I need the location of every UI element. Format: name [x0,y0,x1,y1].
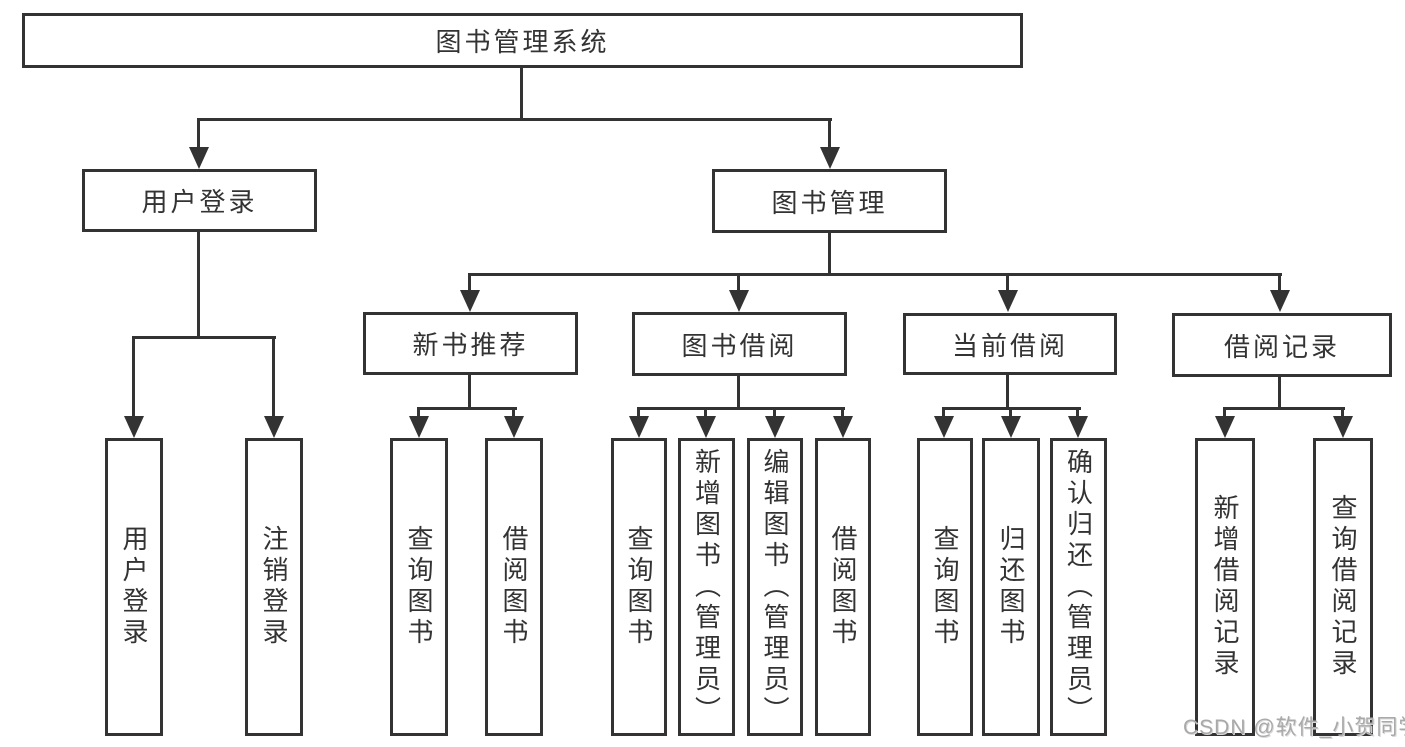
leaf-bb-query-books: 查询图书 [611,438,667,736]
leaf-cb-query-books-label: 查询图书 [930,525,960,649]
leaf-br-add-record-label: 新增借阅记录 [1210,494,1240,680]
connector-level3-hbar [468,273,1282,276]
leaf-br-add-record: 新增借阅记录 [1195,438,1255,736]
leaf-bb-edit-books-admin: 编辑图书（管理员） [747,438,803,736]
arrow-to-leaf-login [124,416,144,438]
arrow-to-new-books [460,290,480,312]
leaf-nb-query-books: 查询图书 [390,438,448,736]
node-book-borrow-label: 图书借阅 [681,330,798,361]
connector-stem-user-login [197,118,200,149]
connector-stem-new-books [468,273,471,292]
connector-book-borrow-stem [737,376,740,410]
connector-borrow-records-hbar [1223,407,1345,410]
leaf-nb-query-books-label: 查询图书 [404,525,434,649]
connector-root-hbar [197,118,832,121]
connector-stem-borrow-records [1278,273,1281,292]
node-book-borrow: 图书借阅 [632,312,847,376]
arrow-to-cb-query [934,416,954,438]
leaf-cb-confirm-return-admin-label: 确认归还（管理员） [1063,447,1094,727]
node-root: 图书管理系统 [22,13,1023,68]
leaf-br-query-record: 查询借阅记录 [1313,438,1373,736]
connector-stem-bb-add [704,407,707,418]
leaf-logout: 注销登录 [245,438,303,736]
node-new-books-label: 新书推荐 [412,330,529,360]
connector-stem-book-mgmt [828,118,831,149]
connector-borrow-records-stem [1278,377,1281,410]
arrow-to-nb-borrow [504,416,524,438]
connector-stem-br-add [1223,407,1226,418]
leaf-cb-query-books: 查询图书 [917,438,973,736]
node-user-login: 用户登录 [82,169,317,232]
connector-stem-bb-query [637,407,640,418]
arrow-to-book-mgmt [820,147,840,169]
connector-stem-leaf-logout [272,336,275,418]
leaf-cb-confirm-return-admin: 确认归还（管理员） [1050,438,1107,736]
arrow-to-br-query [1333,416,1353,438]
connector-stem-br-query [1341,407,1344,418]
node-current-borrow-label: 当前借阅 [951,330,1068,361]
leaf-cb-return-books: 归还图书 [982,438,1040,736]
leaf-logout-label: 注销登录 [259,525,289,649]
leaf-bb-add-books-admin-label: 新增图书（管理员） [691,447,722,727]
connector-stem-book-borrow [737,273,740,292]
leaf-br-query-record-label: 查询借阅记录 [1328,494,1358,680]
leaf-nb-borrow-books-label: 借阅图书 [499,525,529,649]
connector-current-borrow-stem [1006,375,1009,410]
connector-book-borrow-hbar [637,407,845,410]
node-user-login-label: 用户登录 [141,187,258,217]
connector-stem-nb-borrow [512,407,515,418]
arrow-to-cb-confirm [1068,416,1088,438]
arrow-to-book-borrow [729,290,749,312]
connector-stem-cb-query [942,407,945,418]
arrow-to-borrow-records [1270,290,1290,312]
node-root-label: 图书管理系统 [435,27,610,57]
connector-user-login-hbar [132,336,276,339]
leaf-nb-borrow-books: 借阅图书 [485,438,543,736]
node-borrow-records-label: 借阅记录 [1223,331,1340,362]
arrow-to-user-login [189,147,209,169]
arrow-to-current-borrow [998,290,1018,312]
leaf-bb-query-books-label: 查询图书 [624,525,654,649]
arrow-to-bb-borrow [833,416,853,438]
node-book-mgmt: 图书管理 [712,169,947,233]
leaf-bb-edit-books-admin-label: 编辑图书（管理员） [760,447,790,727]
node-new-books: 新书推荐 [363,312,578,375]
connector-stem-nb-query [417,407,420,418]
connector-new-books-stem [468,375,471,410]
connector-root-stem [520,68,523,118]
arrow-to-bb-add [696,416,716,438]
arrow-to-nb-query [409,416,429,438]
leaf-bb-borrow-books: 借阅图书 [815,438,871,736]
connector-stem-cb-confirm [1076,407,1079,418]
arrow-to-br-add [1215,416,1235,438]
arrow-to-bb-edit [765,416,785,438]
leaf-user-login: 用户登录 [105,438,163,736]
arrow-to-cb-return [1001,416,1021,438]
leaf-user-login-label: 用户登录 [119,525,149,649]
node-book-mgmt-label: 图书管理 [771,187,888,218]
connector-stem-cb-return [1009,407,1012,418]
connector-stem-bb-edit [773,407,776,418]
connector-book-mgmt-stem [828,233,831,276]
connector-stem-current-borrow [1006,273,1009,292]
connector-stem-bb-borrow [841,407,844,418]
csdn-watermark: CSDN @软件_小贺同学 [1183,716,1405,739]
leaf-bb-add-books-admin: 新增图书（管理员） [678,438,735,736]
node-current-borrow: 当前借阅 [903,313,1117,375]
connector-new-books-hbar [417,407,517,410]
connector-user-login-stem [197,232,200,339]
connector-stem-leaf-login [132,336,135,418]
node-borrow-records: 借阅记录 [1172,313,1392,377]
leaf-bb-borrow-books-label: 借阅图书 [828,525,858,649]
arrow-to-bb-query [629,416,649,438]
arrow-to-leaf-logout [264,416,284,438]
leaf-cb-return-books-label: 归还图书 [996,525,1026,649]
